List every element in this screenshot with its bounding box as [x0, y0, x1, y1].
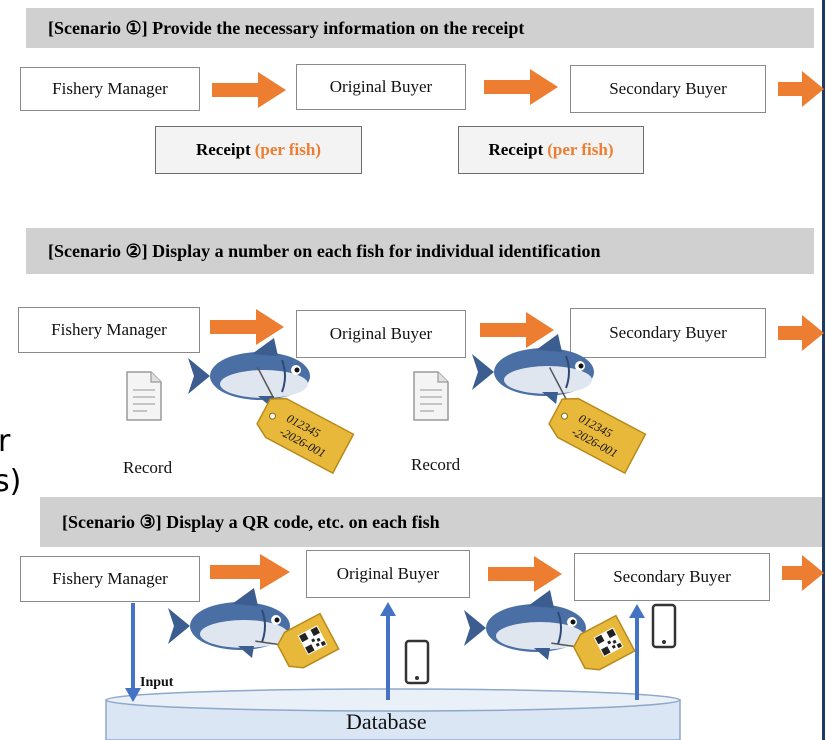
tuna-fish-icon	[187, 337, 311, 409]
receipt-label: Receipt	[488, 140, 544, 159]
tuna-fish-icon	[463, 589, 587, 661]
s3-input-label: Input	[140, 675, 174, 690]
s2-flow-arrow-1	[210, 309, 284, 345]
cropped-side-text-1: r	[0, 424, 11, 459]
database-cylinder	[105, 688, 681, 740]
input-down-arrow	[125, 603, 141, 702]
scenario1-banner: [Scenario ①] Provide the necessary infor…	[26, 8, 814, 48]
database-label: Database	[346, 709, 427, 734]
s2-record-label-2: Record	[411, 455, 461, 474]
s1-flow-arrow-3	[778, 71, 824, 107]
s1-receipt-2: Receipt (per fish)	[458, 126, 644, 174]
s1-flow-arrow-2	[484, 69, 558, 105]
record-document-icon	[413, 371, 449, 421]
s3-secondary-buyer-box: Secondary Buyer	[574, 553, 770, 601]
s3-qr-tag-1	[255, 612, 340, 669]
s1-secondary-buyer-box: Secondary Buyer	[570, 65, 766, 113]
receipt-qualifier: (per fish)	[254, 140, 322, 159]
s2-secondary-buyer-box: Secondary Buyer	[570, 308, 766, 358]
smartphone-icon	[651, 603, 677, 649]
scenario2-banner: [Scenario ②] Display a number on each fi…	[26, 228, 814, 274]
smartphone-icon	[404, 639, 430, 685]
s1-receipt-1: Receipt (per fish)	[155, 126, 362, 174]
s2-flow-arrow-2	[480, 312, 554, 348]
receipt-qualifier: (per fish)	[547, 140, 614, 159]
s3-flow-arrow-2	[488, 556, 562, 592]
tuna-fish-icon	[471, 333, 595, 405]
right-border	[822, 0, 825, 740]
s1-flow-arrow-1	[212, 72, 286, 108]
s3-qr-tag-2	[551, 614, 636, 671]
scenario3-banner: [Scenario ③] Display a QR code, etc. on …	[40, 497, 822, 547]
s2-flow-arrow-3	[778, 315, 824, 351]
receipt-label: Receipt	[195, 140, 251, 159]
tuna-fish-icon	[167, 587, 291, 659]
record-document-icon	[126, 371, 162, 421]
original-buyer-up-arrow	[380, 602, 396, 700]
s2-fishery-manager-box: Fishery Manager	[18, 307, 200, 353]
s3-fishery-manager-box: Fishery Manager	[20, 556, 200, 602]
s3-original-buyer-box: Original Buyer	[306, 550, 470, 598]
s3-flow-arrow-3	[782, 555, 824, 591]
s1-original-buyer-box: Original Buyer	[296, 64, 466, 110]
cropped-side-text-2: s)	[0, 464, 22, 499]
s1-fishery-manager-box: Fishery Manager	[20, 67, 200, 111]
s2-original-buyer-box: Original Buyer	[296, 310, 466, 358]
secondary-buyer-up-arrow	[629, 604, 645, 700]
s2-id-tag-2: 012345 -2026-001	[548, 367, 647, 475]
s3-flow-arrow-1	[210, 554, 290, 590]
s2-record-label-1: Record	[123, 458, 173, 477]
